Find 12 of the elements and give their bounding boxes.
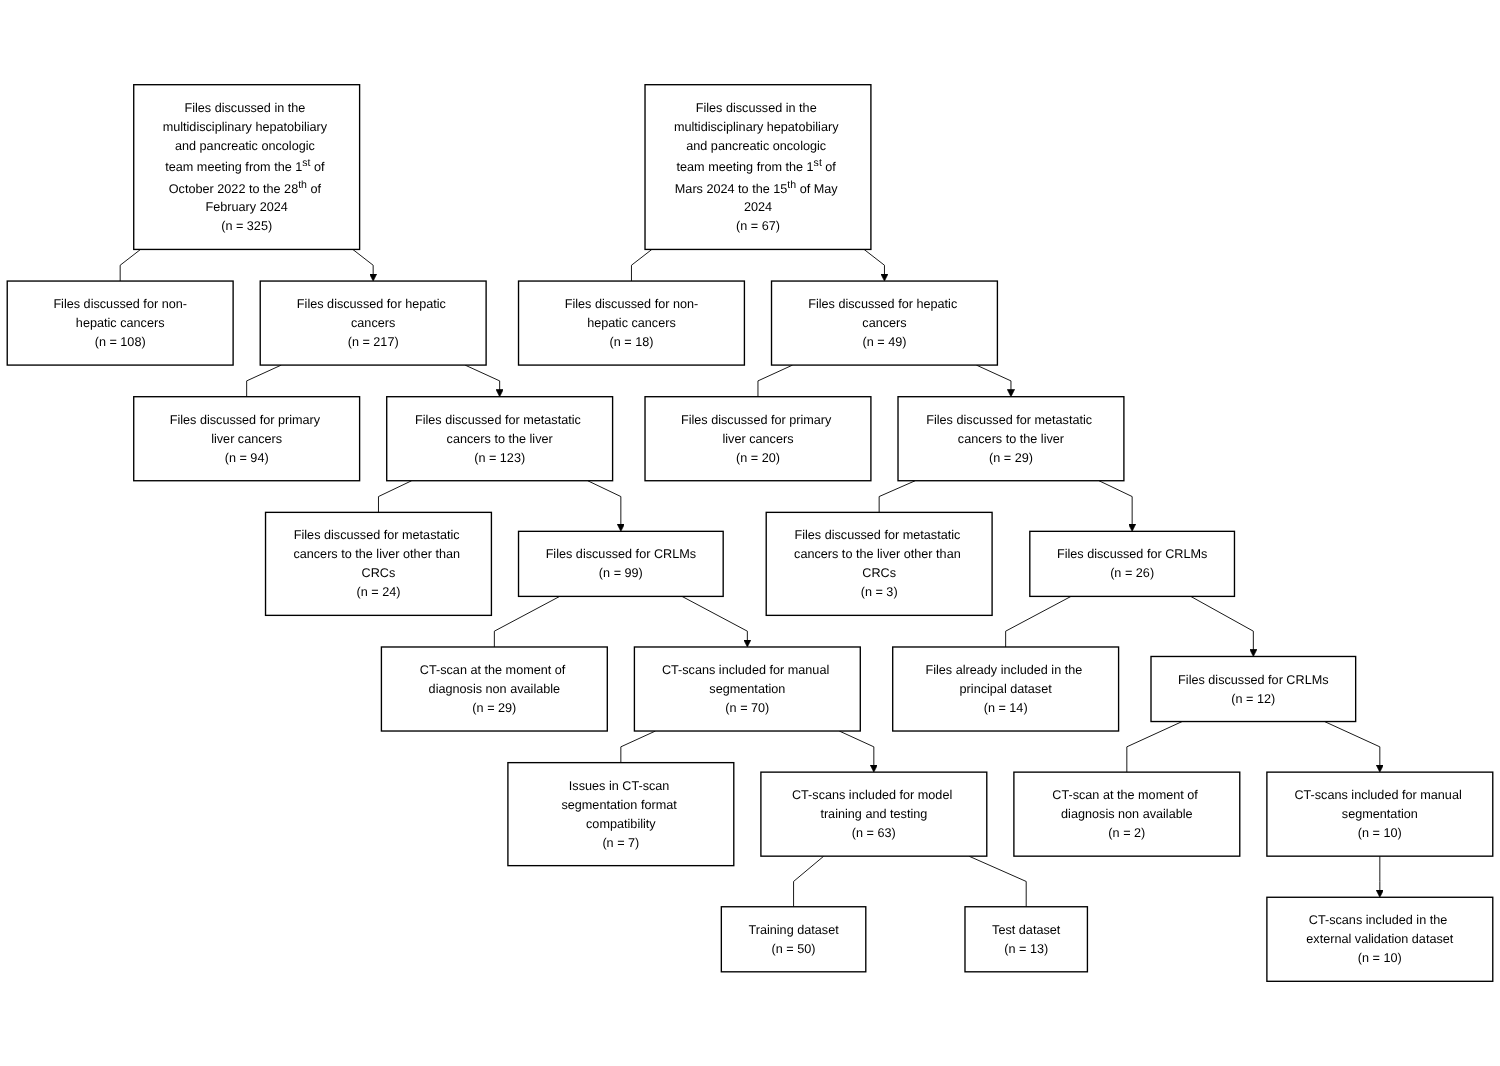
connector <box>119 249 141 282</box>
connector <box>378 480 413 513</box>
connector <box>793 855 825 908</box>
connector <box>757 364 793 398</box>
connector <box>1126 721 1183 773</box>
connector <box>493 595 561 648</box>
connector <box>246 364 282 398</box>
connector <box>968 855 1027 908</box>
connector <box>631 249 653 282</box>
connector <box>1005 595 1072 648</box>
connector <box>878 480 916 513</box>
connector <box>620 730 656 764</box>
